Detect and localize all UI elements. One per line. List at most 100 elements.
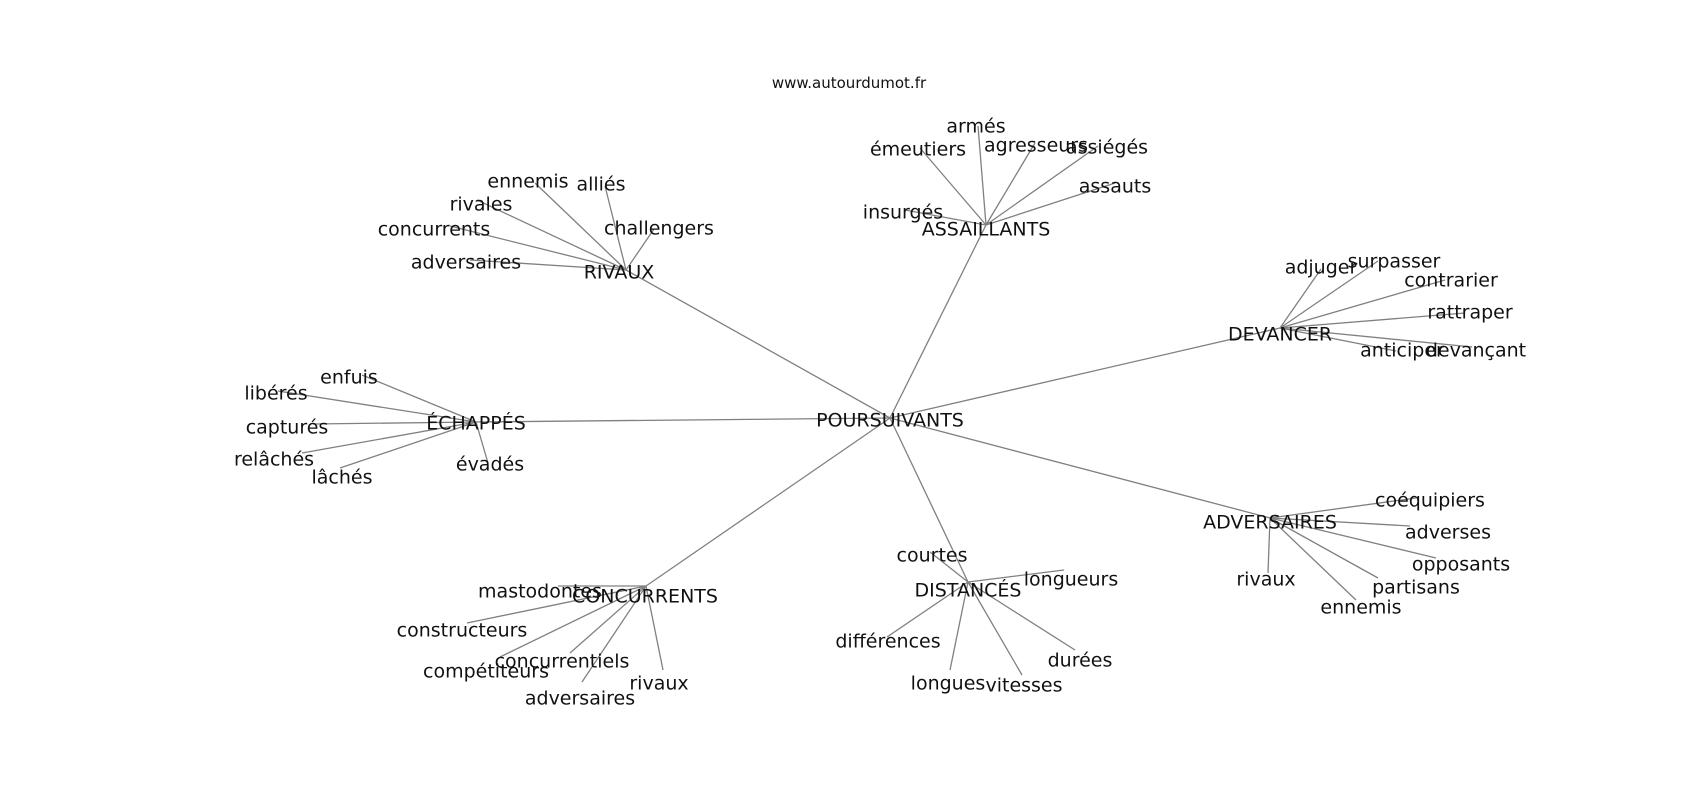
word-node[interactable]: assiégés <box>1066 137 1148 159</box>
center-node[interactable]: POURSUIVANTS <box>816 410 964 432</box>
edge-rivaux-3 <box>625 228 655 271</box>
edge-center-concurrents <box>645 417 891 587</box>
word-node[interactable]: assauts <box>1079 176 1151 198</box>
word-node[interactable]: durées <box>1048 650 1113 672</box>
cluster-node-concurrents[interactable]: CONCURRENTS <box>572 586 718 608</box>
word-node[interactable]: adjuger <box>1285 257 1358 279</box>
word-node[interactable]: longues <box>911 673 986 695</box>
word-node[interactable]: ennemis <box>1320 597 1401 619</box>
word-node[interactable]: contrarier <box>1404 270 1498 292</box>
word-node[interactable]: vitesses <box>985 675 1062 697</box>
word-node[interactable]: rattraper <box>1427 302 1513 324</box>
cluster-node-distances[interactable]: DISTANCÉS <box>915 579 1022 602</box>
edge-devancer-2 <box>1279 279 1446 329</box>
edge-echappes-5 <box>475 421 489 464</box>
edge-concurrents-1 <box>466 585 647 624</box>
label-layer: www.autourdumot.fr POURSUIVANTS RIVAUX enn… <box>234 74 1526 710</box>
word-node[interactable]: capturés <box>246 417 329 439</box>
edge-concurrents-3 <box>499 585 647 658</box>
edge-center-distances <box>889 417 969 583</box>
word-node[interactable]: compétiteurs <box>423 661 549 683</box>
word-node[interactable]: armés <box>946 116 1005 138</box>
edge-rivaux-0 <box>534 182 627 271</box>
word-node[interactable]: courtes <box>897 545 968 567</box>
edge-distances-5 <box>967 581 1023 676</box>
edge-assaillants-3 <box>985 145 1099 226</box>
cluster-node-rivaux[interactable]: RIVAUX <box>584 262 655 284</box>
edge-center-devancer <box>889 327 1281 419</box>
word-node[interactable]: longueurs <box>1024 569 1119 591</box>
edge-adversaires-1 <box>1269 517 1411 527</box>
word-node[interactable]: surpasser <box>1348 251 1441 273</box>
edge-rivaux-1 <box>604 185 627 271</box>
word-node[interactable]: libérés <box>244 383 307 405</box>
word-node[interactable]: agresseurs <box>984 135 1088 157</box>
edge-assaillants-4 <box>985 182 1116 226</box>
edge-echappes-4 <box>339 421 477 469</box>
word-node[interactable]: ennemis <box>487 171 568 193</box>
word-node[interactable]: adverses <box>1405 522 1491 544</box>
edge-center-adversaires <box>889 417 1271 519</box>
edge-concurrents-5 <box>581 585 647 683</box>
edge-layer <box>277 125 1473 683</box>
word-node[interactable]: adversaires <box>411 252 521 274</box>
word-node[interactable]: adversaires <box>525 688 635 710</box>
word-node[interactable]: évadés <box>456 454 524 476</box>
edge-devancer-0 <box>1279 268 1322 329</box>
word-node[interactable]: rivaux <box>629 673 688 695</box>
site-url: www.autourdumot.fr <box>772 74 927 92</box>
word-node[interactable]: concurrentiels <box>495 651 630 673</box>
edge-echappes-3 <box>301 421 477 454</box>
edge-concurrents-4 <box>645 585 664 671</box>
edge-adversaires-0 <box>1269 497 1417 519</box>
edge-rivaux-4 <box>449 225 627 271</box>
word-node[interactable]: émeutiers <box>870 139 966 161</box>
word-node[interactable]: rivaux <box>1236 569 1295 591</box>
edge-echappes-0 <box>361 374 477 423</box>
edge-adversaires-2 <box>1269 517 1437 559</box>
edge-rivaux-2 <box>476 199 627 271</box>
word-node[interactable]: enfuis <box>320 367 378 389</box>
word-node[interactable]: devançant <box>1426 340 1526 362</box>
edge-distances-4 <box>949 581 969 671</box>
edge-adversaires-3 <box>1269 517 1379 579</box>
edge-assaillants-2 <box>985 142 1036 226</box>
word-node[interactable]: partisans <box>1372 577 1460 599</box>
edge-assaillants-1 <box>919 147 987 226</box>
edge-center-echappes <box>475 417 891 423</box>
edge-assaillants-0 <box>977 125 987 226</box>
edge-adversaires-4 <box>1269 517 1357 601</box>
word-node[interactable]: rivales <box>450 194 513 216</box>
word-node[interactable]: anticiper <box>1360 340 1444 362</box>
cluster-node-devancer[interactable]: DEVANCER <box>1228 324 1332 346</box>
cluster-node-echappes[interactable]: ÉCHAPPÉS <box>426 412 526 435</box>
edge-concurrents-2 <box>569 585 647 654</box>
edge-devancer-5 <box>1279 327 1473 348</box>
word-node[interactable]: mastodontes <box>478 581 602 603</box>
edge-distances-2 <box>886 581 969 638</box>
edge-rivaux-5 <box>469 259 627 271</box>
word-node[interactable]: différences <box>835 631 940 653</box>
edge-distances-1 <box>967 569 1065 583</box>
edge-echappes-2 <box>312 421 477 425</box>
word-node[interactable]: coéquipiers <box>1375 490 1485 512</box>
edge-distances-3 <box>967 581 1076 651</box>
word-node[interactable]: alliés <box>576 174 625 196</box>
word-node[interactable]: relâchés <box>234 449 314 471</box>
edge-center-rivaux <box>625 269 891 419</box>
cluster-node-adversaires[interactable]: ADVERSAIRES <box>1203 512 1337 534</box>
edge-devancer-1 <box>1279 260 1379 329</box>
word-node[interactable]: concurrents <box>378 219 491 241</box>
edge-devancer-4 <box>1279 327 1397 352</box>
word-node[interactable]: opposants <box>1412 554 1510 576</box>
word-node[interactable]: insurgés <box>863 202 943 224</box>
cluster-node-assaillants[interactable]: ASSAILLANTS <box>922 219 1051 241</box>
word-node[interactable]: constructeurs <box>397 620 528 642</box>
word-node[interactable]: lâchés <box>312 467 373 489</box>
edge-distances-0 <box>929 551 969 583</box>
word-node[interactable]: challengers <box>604 218 714 240</box>
edge-assaillants-5 <box>904 209 987 226</box>
edge-center-assaillants <box>889 224 987 419</box>
